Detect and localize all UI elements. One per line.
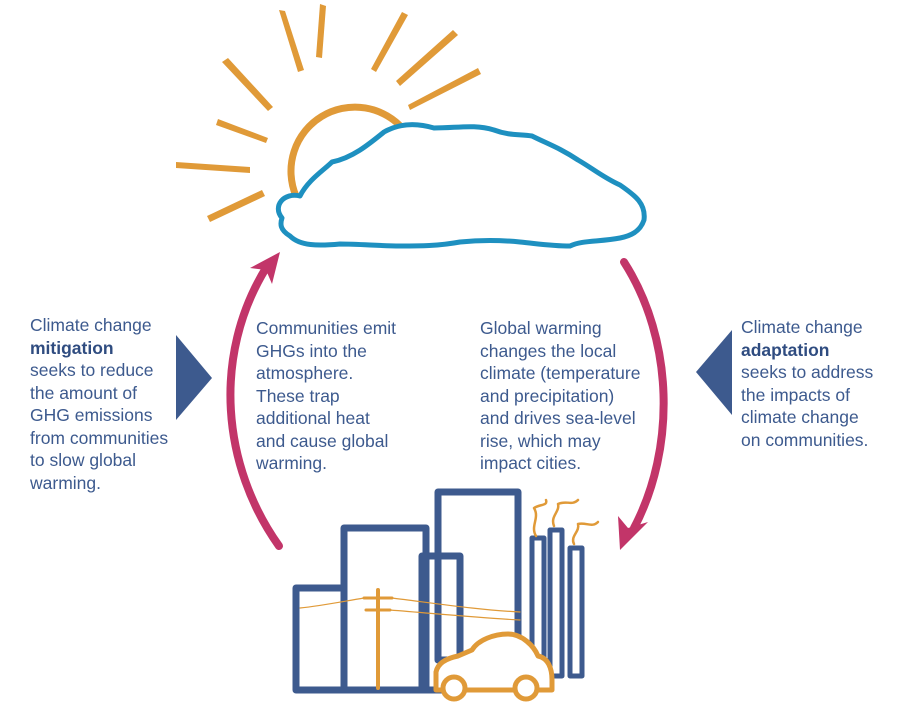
car-wheel-front [440,674,468,702]
arrowhead-up [250,252,280,284]
adaptation-pointer-triangle-icon [696,330,732,415]
warming-text: Global warming changes the local climate… [480,317,640,475]
adaptation-line: seeks to address [741,362,874,382]
sun-rays [176,4,481,222]
emissions-line: atmosphere. [256,363,354,383]
warming-line: and precipitation) [480,385,615,406]
arrow-down-right [620,258,668,532]
mitigation-line: GHG emissions [30,405,153,425]
power-pole-icon [299,588,521,690]
smoke-puffs [532,498,600,546]
warming-line: rise, which may [480,430,601,451]
warming-line: impact cities. [480,453,582,473]
mitigation-line: the amount of [30,382,138,403]
mitigation-pointer-triangle-icon [176,335,212,420]
emissions-text: Communities emit GHGs into the atmospher… [256,317,396,475]
adaptation-line: on communities. [741,429,869,450]
mitigation-line-1: Climate change [30,315,152,335]
cloud-icon [275,122,647,249]
adaptation-line: the impacts of [741,384,850,405]
emissions-line: GHGs into the [256,340,367,361]
adaptation-text: Climate change adaptation seeks to addre… [741,316,873,451]
city-icon [292,488,600,694]
arrow-up-left [226,264,283,550]
car-icon [433,631,555,702]
building-1 [292,584,348,694]
warming-line: Global warming [480,318,602,338]
car-wheel-rear [512,674,540,702]
sun-icon [176,4,481,222]
building-2 [340,524,430,694]
emissions-line: Communities emit [256,318,397,338]
mitigation-text: Climate change mitigation seeks to reduc… [30,314,168,494]
adaptation-line: climate change [741,407,859,427]
cycle-arrow-icon [226,252,668,550]
adaptation-keyword: adaptation [741,339,873,362]
mitigation-line: from communities [30,427,169,448]
mitigation-line: seeks to reduce [30,360,154,380]
warming-line: climate (temperature [480,363,641,383]
arrowhead-down [618,516,648,550]
mitigation-keyword: mitigation [30,337,168,360]
warming-line: and drives sea-level [480,408,636,428]
adaptation-keyword-bold: adaptation [741,339,830,360]
mitigation-keyword-bold: mitigation [30,337,114,358]
mitigation-line: warming. [30,472,101,493]
emissions-line: These trap [256,385,340,406]
warming-line: changes the local [480,340,617,361]
emissions-line: and cause global [256,430,389,451]
sun-arc [287,103,408,200]
mitigation-line: to slow global [30,450,137,470]
adaptation-line-1: Climate change [741,317,863,337]
emissions-line: warming. [256,453,327,473]
emissions-line: additional heat [256,408,370,428]
